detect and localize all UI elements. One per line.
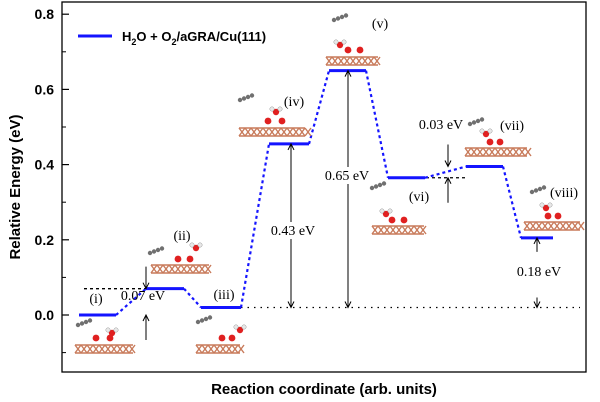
water-molecule-sketch	[539, 202, 553, 212]
connector	[501, 166, 523, 239]
oxygen-atom-sketch	[92, 334, 100, 342]
cu-surface-sketch	[150, 264, 212, 274]
carbon-chain-sketch	[75, 318, 93, 328]
connector	[239, 143, 271, 308]
state-label: (vii)	[500, 119, 524, 134]
oxygen-atom-sketch	[278, 117, 286, 125]
state-label: (iii)	[214, 288, 235, 303]
legend: H2O + O2/aGRA/Cu(111)	[78, 29, 266, 47]
arrow-head	[533, 301, 541, 309]
water-molecule-sketch	[233, 324, 247, 334]
annotation-bg	[267, 222, 319, 239]
y-tick-label: 0.2	[35, 232, 55, 248]
arrow-head	[444, 160, 452, 168]
plot-frame	[61, 1, 587, 373]
arrow-head	[142, 313, 150, 322]
barrier-annotation: 0.65 eV	[325, 169, 369, 184]
arrow-head	[287, 301, 295, 309]
energy-levels	[79, 69, 553, 317]
y-axis-label: Relative Energy (eV)	[7, 114, 24, 259]
oxygen-atom-sketch	[174, 255, 182, 263]
state-label: (ii)	[173, 229, 190, 244]
x-axis-label: Reaction coordinate (arb. units)	[211, 381, 437, 398]
cu-surface-sketch	[74, 344, 136, 354]
connectors	[115, 70, 523, 316]
structure-sketches	[74, 13, 585, 354]
connector	[424, 165, 467, 179]
carbon-chain-sketch	[331, 13, 349, 23]
carbon-chain-sketch	[195, 315, 213, 325]
water-molecule-sketch	[269, 106, 283, 116]
y-tick-label: 0.6	[35, 81, 55, 97]
connector	[183, 287, 202, 309]
arrow-head	[344, 69, 352, 77]
oxygen-atom-sketch	[186, 255, 194, 263]
cu-surface-sketch	[371, 225, 427, 235]
water-molecule-sketch	[379, 208, 393, 218]
oxygen-atom-sketch	[264, 117, 272, 125]
annotation-bg	[415, 116, 467, 133]
state-label: (iv)	[284, 95, 305, 110]
state-labels: 0.07 eV 0.43 eV 0.65 eV 0.03 eV 0.18 eV (i) (i…	[89, 17, 578, 307]
water-molecule-sketch	[105, 327, 119, 337]
cu-surface-sketch	[238, 127, 312, 137]
oxygen-atom-sketch	[106, 334, 114, 342]
oxygen-atom-sketch	[496, 138, 504, 146]
water-molecule-sketch	[333, 39, 347, 49]
water-molecule-sketch	[189, 242, 203, 252]
oxygen-atom-sketch	[544, 212, 552, 220]
arrow-head	[444, 176, 452, 184]
carbon-chain-sketch	[237, 93, 255, 103]
barrier-annotation: 0.03 eV	[419, 118, 463, 133]
cu-surface-sketch	[325, 56, 381, 66]
state-label: (v)	[372, 17, 389, 32]
cu-surface-sketch	[523, 221, 585, 231]
connector	[364, 70, 390, 178]
carbon-chain-sketch	[147, 246, 165, 256]
barrier-annotation: 0.18 eV	[517, 265, 561, 280]
y-tick-label: 0.4	[35, 157, 55, 173]
arrow-head	[287, 142, 295, 151]
oxygen-atom-sketch	[400, 216, 408, 224]
state-label: (i)	[89, 292, 103, 307]
connector	[307, 70, 331, 145]
arrow-head	[344, 301, 352, 309]
arrow-head	[142, 282, 150, 290]
carbon-chain-sketch	[369, 181, 387, 191]
state-label: (viii)	[550, 186, 578, 201]
y-tick-label: 0.0	[35, 307, 55, 323]
barrier-arrows	[142, 69, 541, 340]
oxygen-atom-sketch	[228, 334, 236, 342]
water-molecule-sketch	[479, 128, 493, 138]
barrier-annotation: 0.43 eV	[271, 224, 315, 239]
cu-surface-sketch	[195, 344, 245, 354]
oxygen-atom-sketch	[486, 138, 494, 146]
arrow-head	[533, 236, 541, 245]
oxygen-atom-sketch	[554, 212, 562, 220]
oxygen-atom-sketch	[388, 216, 396, 224]
carbon-chain-sketch	[529, 185, 547, 195]
oxygen-atom-sketch	[218, 334, 226, 342]
oxygen-atom-sketch	[356, 46, 364, 54]
annotation-bg	[321, 167, 373, 184]
y-tick-label: 0.8	[35, 6, 55, 22]
cu-surface-sketch	[464, 147, 532, 157]
oxygen-atom-sketch	[344, 46, 352, 54]
carbon-chain-sketch	[467, 117, 485, 127]
y-axis-ticks: 0.0 0.2 0.4 0.6 0.8	[35, 6, 69, 354]
state-label: (vi)	[409, 190, 430, 205]
barrier-annotation: 0.07 eV	[121, 289, 165, 304]
connector	[115, 287, 147, 316]
legend-label: H2O + O2/aGRA/Cu(111)	[122, 29, 266, 47]
annotation-bg	[513, 263, 565, 280]
